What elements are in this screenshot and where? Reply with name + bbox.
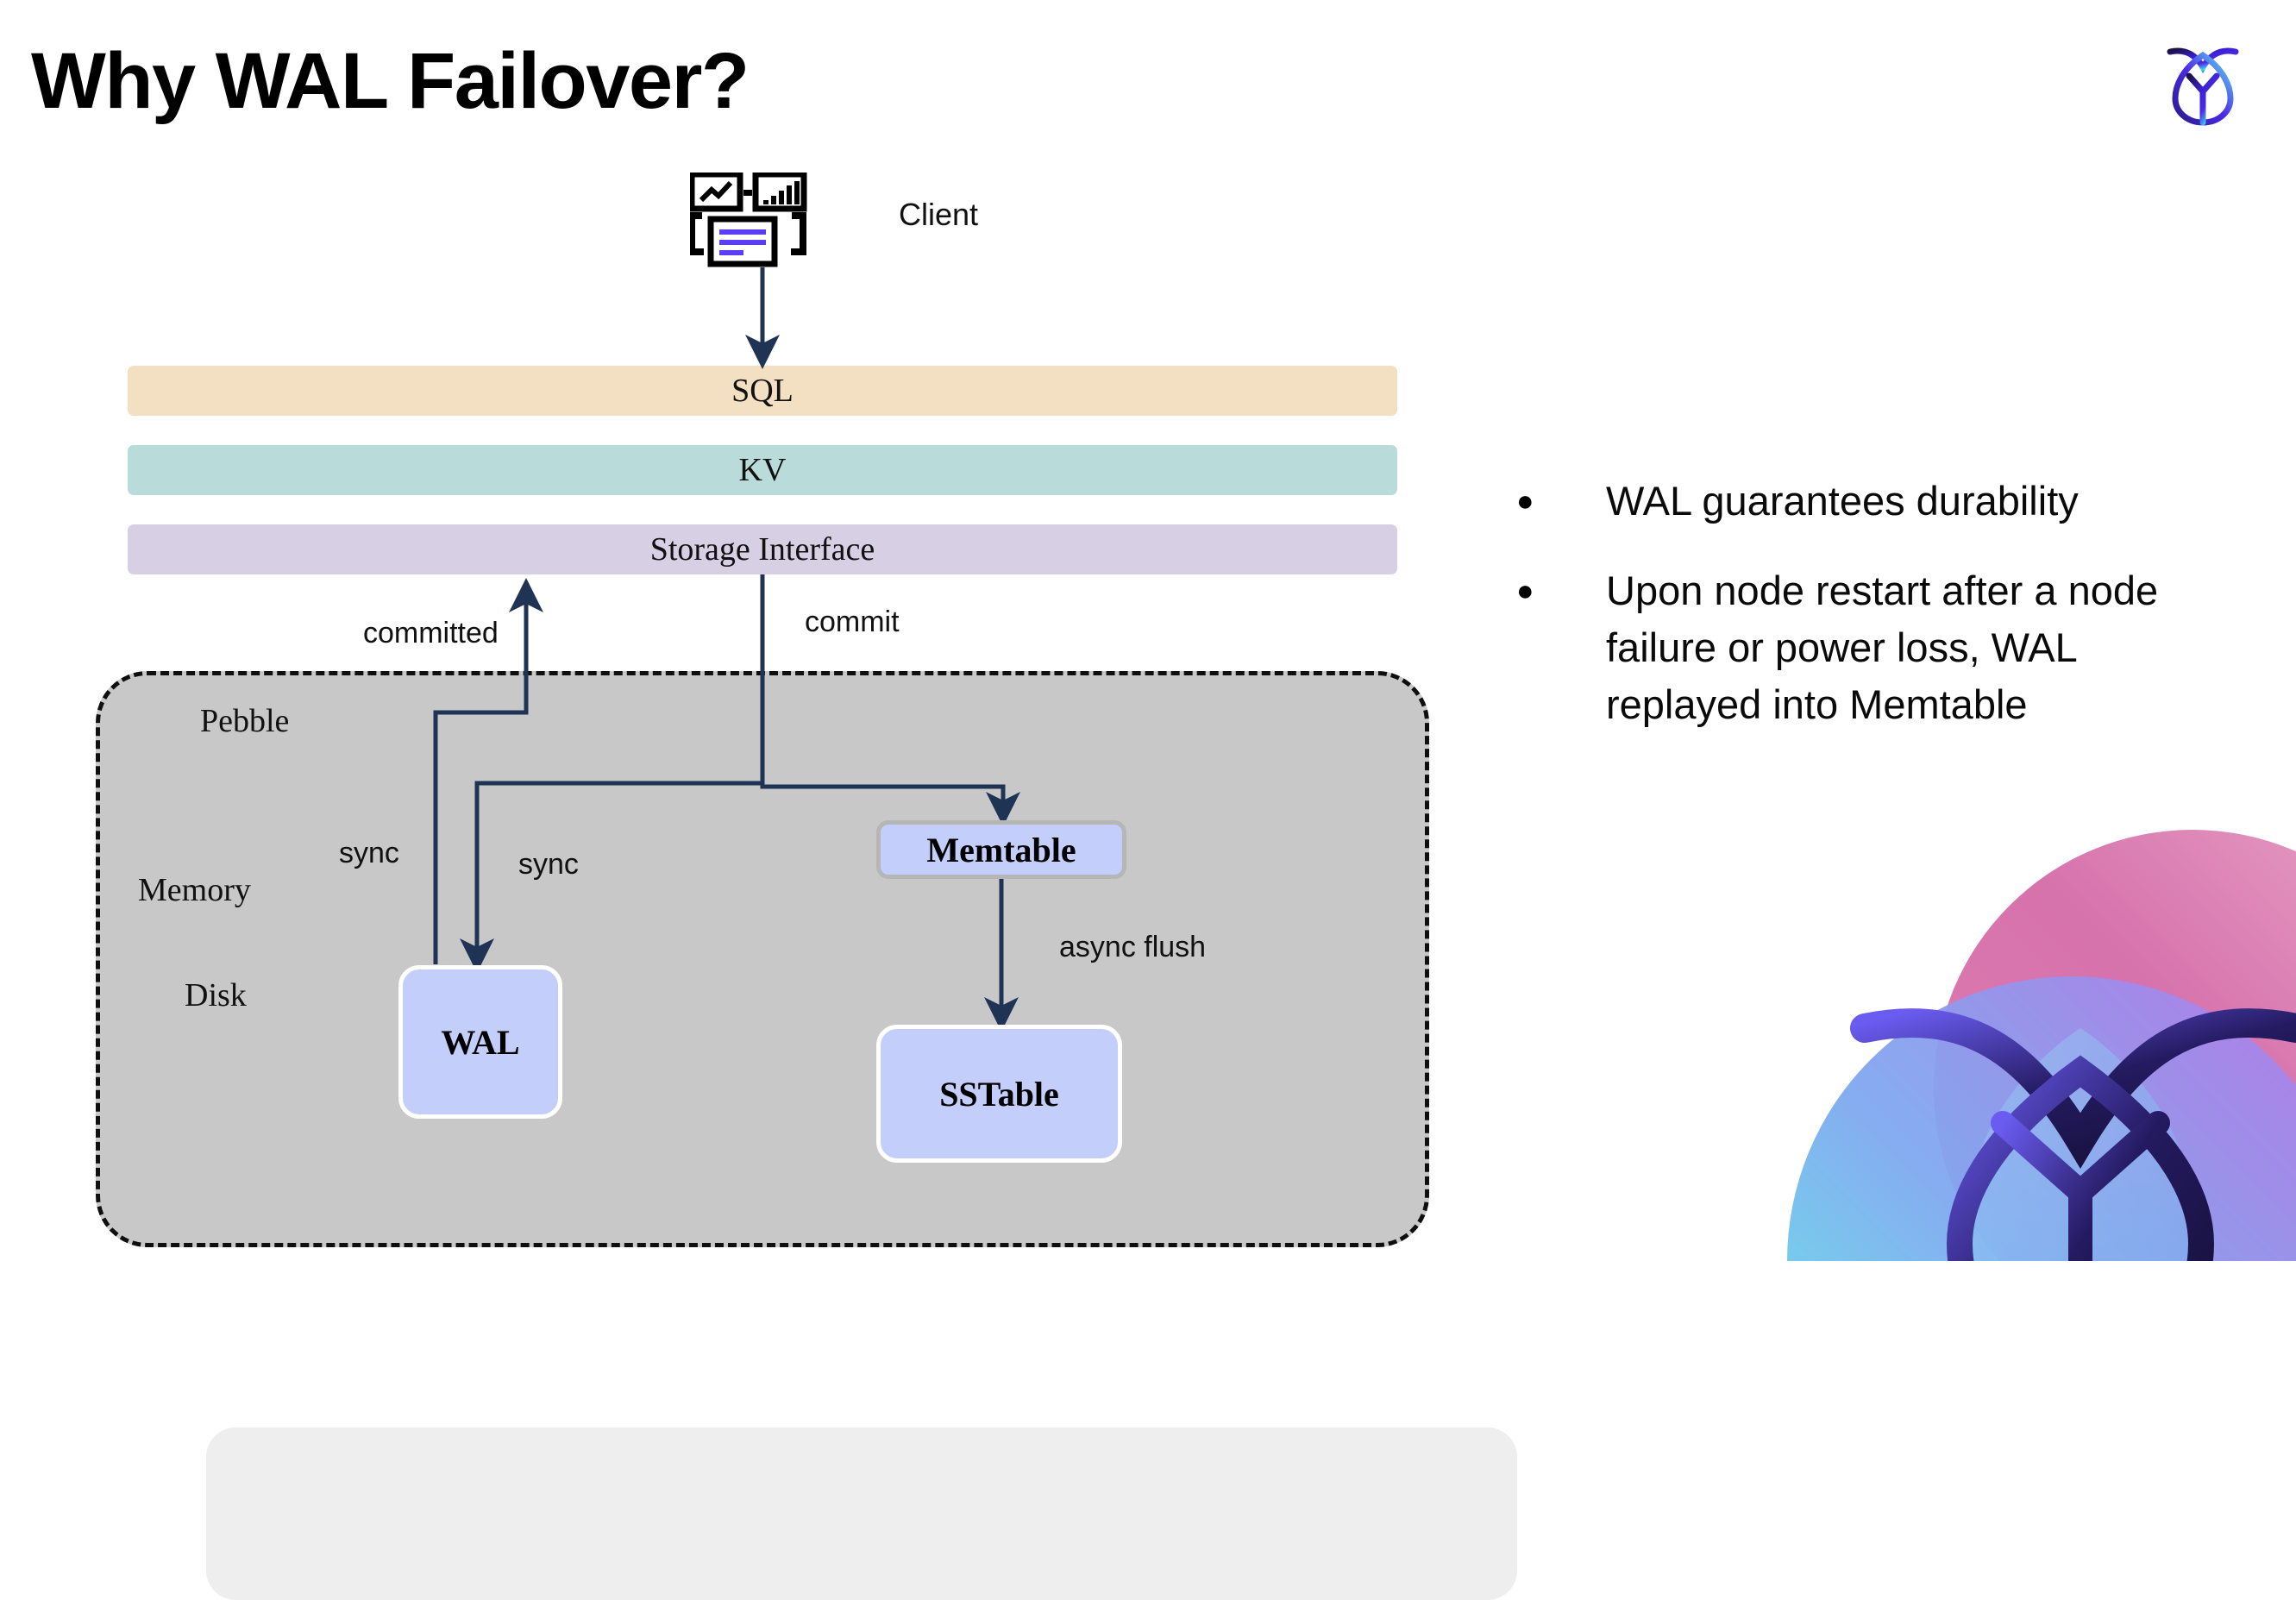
cockroach-labs-logo-icon	[2151, 29, 2255, 133]
list-item-text: Upon node restart after a node failure o…	[1606, 568, 2159, 727]
memory-region	[206, 1427, 1517, 1600]
stack-layer-storage-interface-label: Storage Interface	[649, 531, 875, 568]
stack-layer-kv: KV	[128, 445, 1397, 495]
wal-label: WAL	[441, 1022, 520, 1062]
memtable-box: Memtable	[876, 820, 1126, 879]
list-item-text: WAL guarantees durability	[1606, 478, 2079, 524]
decorative-logo-artwork	[1709, 813, 2296, 1261]
edge-label-sync-2: sync	[518, 848, 579, 881]
edge-label-committed: committed	[363, 617, 499, 649]
page-title: Why WAL Failover?	[31, 37, 750, 125]
list-item: ● Upon node restart after a node failure…	[1516, 562, 2232, 733]
client-dashboard-icon	[688, 171, 828, 276]
edge-label-commit: commit	[805, 605, 900, 638]
pebble-label: Pebble	[200, 703, 290, 739]
edge-label-async-flush: async flush	[1059, 931, 1207, 963]
bullet-dot-icon: ●	[1516, 574, 1534, 607]
client-label: Client	[899, 197, 979, 232]
memory-label: Memory	[138, 872, 251, 908]
bullet-dot-icon: ●	[1516, 485, 1534, 518]
sstable-box: SSTable	[876, 1025, 1122, 1163]
wal-box: WAL	[398, 965, 562, 1119]
memtable-label: Memtable	[926, 830, 1076, 869]
pebble-container	[96, 671, 1517, 1600]
stack-layer-sql-label: SQL	[731, 373, 794, 409]
stack-layer-storage-interface: Storage Interface	[128, 524, 1397, 574]
disk-label: Disk	[185, 977, 247, 1013]
stack-layer-kv-label: KV	[738, 452, 787, 488]
edge-label-sync-1: sync	[339, 837, 399, 869]
list-item: ● WAL guarantees durability	[1516, 473, 2232, 530]
notes-list: ● WAL guarantees durability ● Upon node …	[1516, 473, 2232, 766]
stack-layer-sql: SQL	[128, 366, 1397, 416]
sstable-label: SSTable	[939, 1074, 1059, 1114]
